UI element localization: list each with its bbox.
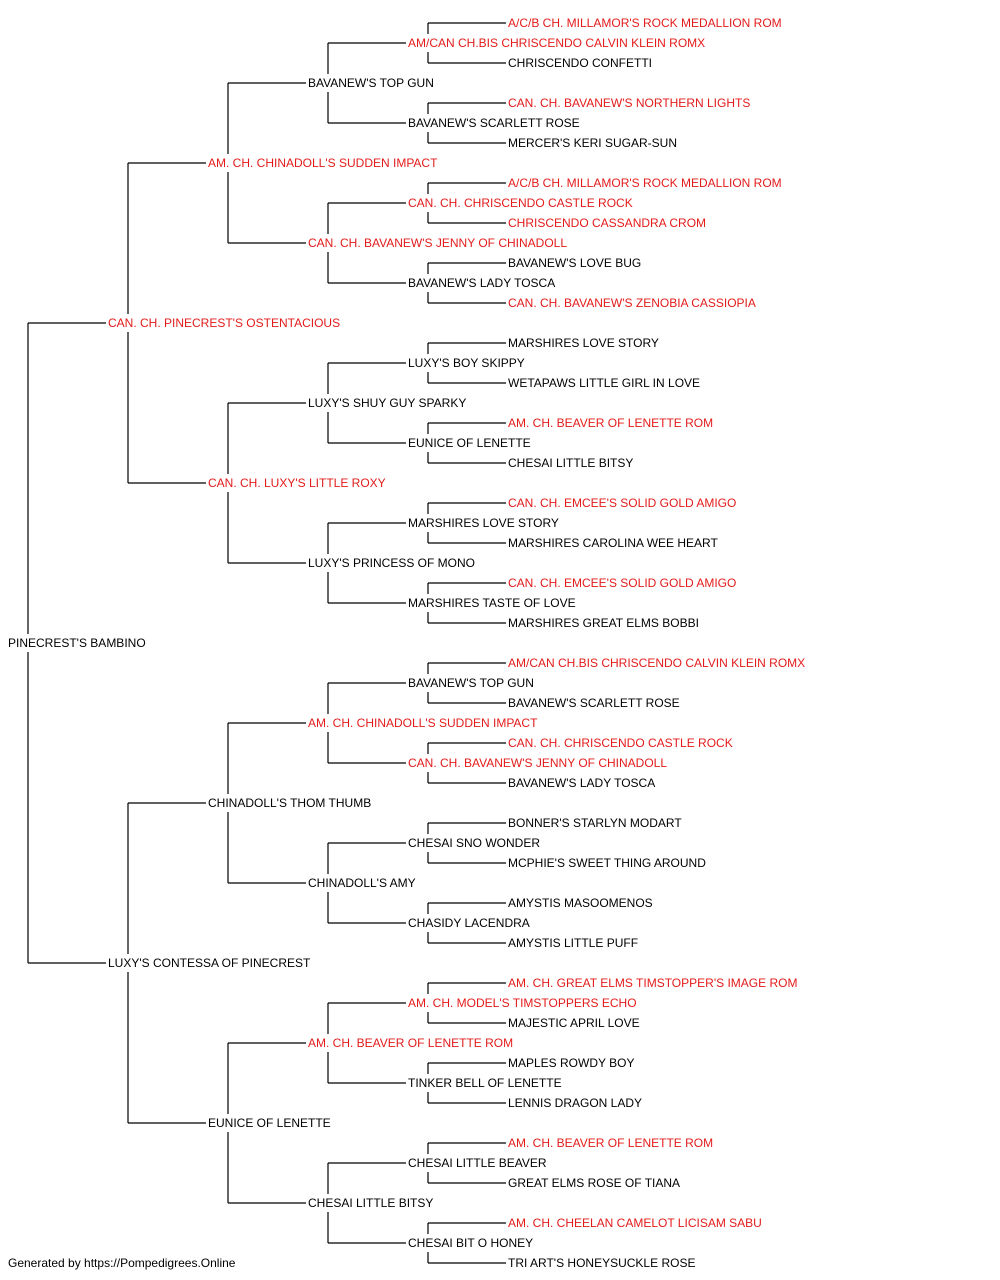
- pedigree-name-gen1: LUXY'S CONTESSA OF PINECREST: [108, 956, 311, 970]
- pedigree-name-gen3: LUXY'S SHUY GUY SPARKY: [308, 396, 466, 410]
- pedigree-name-gen5: AM. CH. BEAVER OF LENETTE ROM: [508, 1136, 713, 1150]
- pedigree-name-gen4: CHESAI SNO WONDER: [408, 836, 540, 850]
- pedigree-name-gen5: MERCER'S KERI SUGAR-SUN: [508, 136, 677, 150]
- pedigree-name-gen5: BAVANEW'S LOVE BUG: [508, 256, 641, 270]
- pedigree-name-gen5: MARSHIRES GREAT ELMS BOBBI: [508, 616, 699, 630]
- pedigree-name-gen5: AM. CH. GREAT ELMS TIMSTOPPER'S IMAGE RO…: [508, 976, 797, 990]
- pedigree-name-gen4: CAN. CH. CHRISCENDO CASTLE ROCK: [408, 196, 633, 210]
- pedigree-name-gen5: WETAPAWS LITTLE GIRL IN LOVE: [508, 376, 700, 390]
- pedigree-name-gen5: CHRISCENDO CONFETTI: [508, 56, 652, 70]
- pedigree-name-gen4: MARSHIRES TASTE OF LOVE: [408, 596, 576, 610]
- pedigree-name-gen5: AMYSTIS LITTLE PUFF: [508, 936, 638, 950]
- pedigree-name-gen4: TINKER BELL OF LENETTE: [408, 1076, 562, 1090]
- pedigree-name-gen5: AM/CAN CH.BIS CHRISCENDO CALVIN KLEIN RO…: [508, 656, 805, 670]
- pedigree-name-gen5: LENNIS DRAGON LADY: [508, 1096, 642, 1110]
- pedigree-name-gen2: AM. CH. CHINADOLL'S SUDDEN IMPACT: [208, 156, 438, 170]
- pedigree-name-gen5: CHRISCENDO CASSANDRA CROM: [508, 216, 706, 230]
- pedigree-name-gen3: CAN. CH. BAVANEW'S JENNY OF CHINADOLL: [308, 236, 567, 250]
- pedigree-name-gen5: BAVANEW'S LADY TOSCA: [508, 776, 655, 790]
- pedigree-name-gen2: EUNICE OF LENETTE: [208, 1116, 331, 1130]
- pedigree-name-gen3: BAVANEW'S TOP GUN: [308, 76, 434, 90]
- pedigree-name-gen5: CAN. CH. CHRISCENDO CASTLE ROCK: [508, 736, 733, 750]
- pedigree-name-gen5: AM. CH. CHEELAN CAMELOT LICISAM SABU: [508, 1216, 762, 1230]
- pedigree-name-gen5: BAVANEW'S SCARLETT ROSE: [508, 696, 680, 710]
- pedigree-name-gen5: MAJESTIC APRIL LOVE: [508, 1016, 640, 1030]
- pedigree-name-gen4: CAN. CH. BAVANEW'S JENNY OF CHINADOLL: [408, 756, 667, 770]
- footer-credit: Generated by https://Pompedigrees.Online: [8, 1256, 236, 1270]
- pedigree-name-gen4: AM/CAN CH.BIS CHRISCENDO CALVIN KLEIN RO…: [408, 36, 705, 50]
- pedigree-name-gen4: AM. CH. MODEL'S TIMSTOPPERS ECHO: [408, 996, 637, 1010]
- pedigree-name-gen4: CHESAI BIT O HONEY: [408, 1236, 533, 1250]
- pedigree-name-gen5: MARSHIRES LOVE STORY: [508, 336, 659, 350]
- pedigree-name-gen5: BONNER'S STARLYN MODART: [508, 816, 682, 830]
- pedigree-name-gen5: CAN. CH. EMCEE'S SOLID GOLD AMIGO: [508, 576, 736, 590]
- pedigree-name-gen2: CAN. CH. LUXY'S LITTLE ROXY: [208, 476, 386, 490]
- pedigree-name-gen4: EUNICE OF LENETTE: [408, 436, 531, 450]
- pedigree-name-gen5: CAN. CH. BAVANEW'S NORTHERN LIGHTS: [508, 96, 750, 110]
- pedigree-name-gen5: CAN. CH. BAVANEW'S ZENOBIA CASSIOPIA: [508, 296, 756, 310]
- pedigree-name-gen5: AMYSTIS MASOOMENOS: [508, 896, 653, 910]
- pedigree-name-gen2: CHINADOLL'S THOM THUMB: [208, 796, 371, 810]
- pedigree-name-gen3: AM. CH. CHINADOLL'S SUDDEN IMPACT: [308, 716, 538, 730]
- pedigree-name-gen5: AM. CH. BEAVER OF LENETTE ROM: [508, 416, 713, 430]
- pedigree-name-gen5: TRI ART'S HONEYSUCKLE ROSE: [508, 1256, 695, 1270]
- pedigree-name-gen5: A/C/B CH. MILLAMOR'S ROCK MEDALLION ROM: [508, 16, 782, 30]
- pedigree-name-gen4: MARSHIRES LOVE STORY: [408, 516, 559, 530]
- pedigree-name-gen5: GREAT ELMS ROSE OF TIANA: [508, 1176, 680, 1190]
- pedigree-name-gen5: CAN. CH. EMCEE'S SOLID GOLD AMIGO: [508, 496, 736, 510]
- pedigree-name-gen4: BAVANEW'S LADY TOSCA: [408, 276, 555, 290]
- pedigree-name-gen4: BAVANEW'S SCARLETT ROSE: [408, 116, 580, 130]
- pedigree-name-gen3: CHINADOLL'S AMY: [308, 876, 416, 890]
- pedigree-name-gen5: CHESAI LITTLE BITSY: [508, 456, 633, 470]
- pedigree-name-gen4: BAVANEW'S TOP GUN: [408, 676, 534, 690]
- pedigree-name-gen4: CHASIDY LACENDRA: [408, 916, 530, 930]
- pedigree-name-gen3: CHESAI LITTLE BITSY: [308, 1196, 433, 1210]
- pedigree-name-gen3: AM. CH. BEAVER OF LENETTE ROM: [308, 1036, 513, 1050]
- pedigree-name-gen5: MAPLES ROWDY BOY: [508, 1056, 634, 1070]
- pedigree-name-gen5: MARSHIRES CAROLINA WEE HEART: [508, 536, 718, 550]
- pedigree-name-gen5: A/C/B CH. MILLAMOR'S ROCK MEDALLION ROM: [508, 176, 782, 190]
- pedigree-name-gen3: LUXY'S PRINCESS OF MONO: [308, 556, 475, 570]
- pedigree-name-gen1: CAN. CH. PINECREST'S OSTENTACIOUS: [108, 316, 340, 330]
- pedigree-name-gen4: CHESAI LITTLE BEAVER: [408, 1156, 547, 1170]
- pedigree-name-gen5: MCPHIE'S SWEET THING AROUND: [508, 856, 706, 870]
- pedigree-name-gen0: PINECREST'S BAMBINO: [8, 636, 146, 650]
- pedigree-name-gen4: LUXY'S BOY SKIPPY: [408, 356, 525, 370]
